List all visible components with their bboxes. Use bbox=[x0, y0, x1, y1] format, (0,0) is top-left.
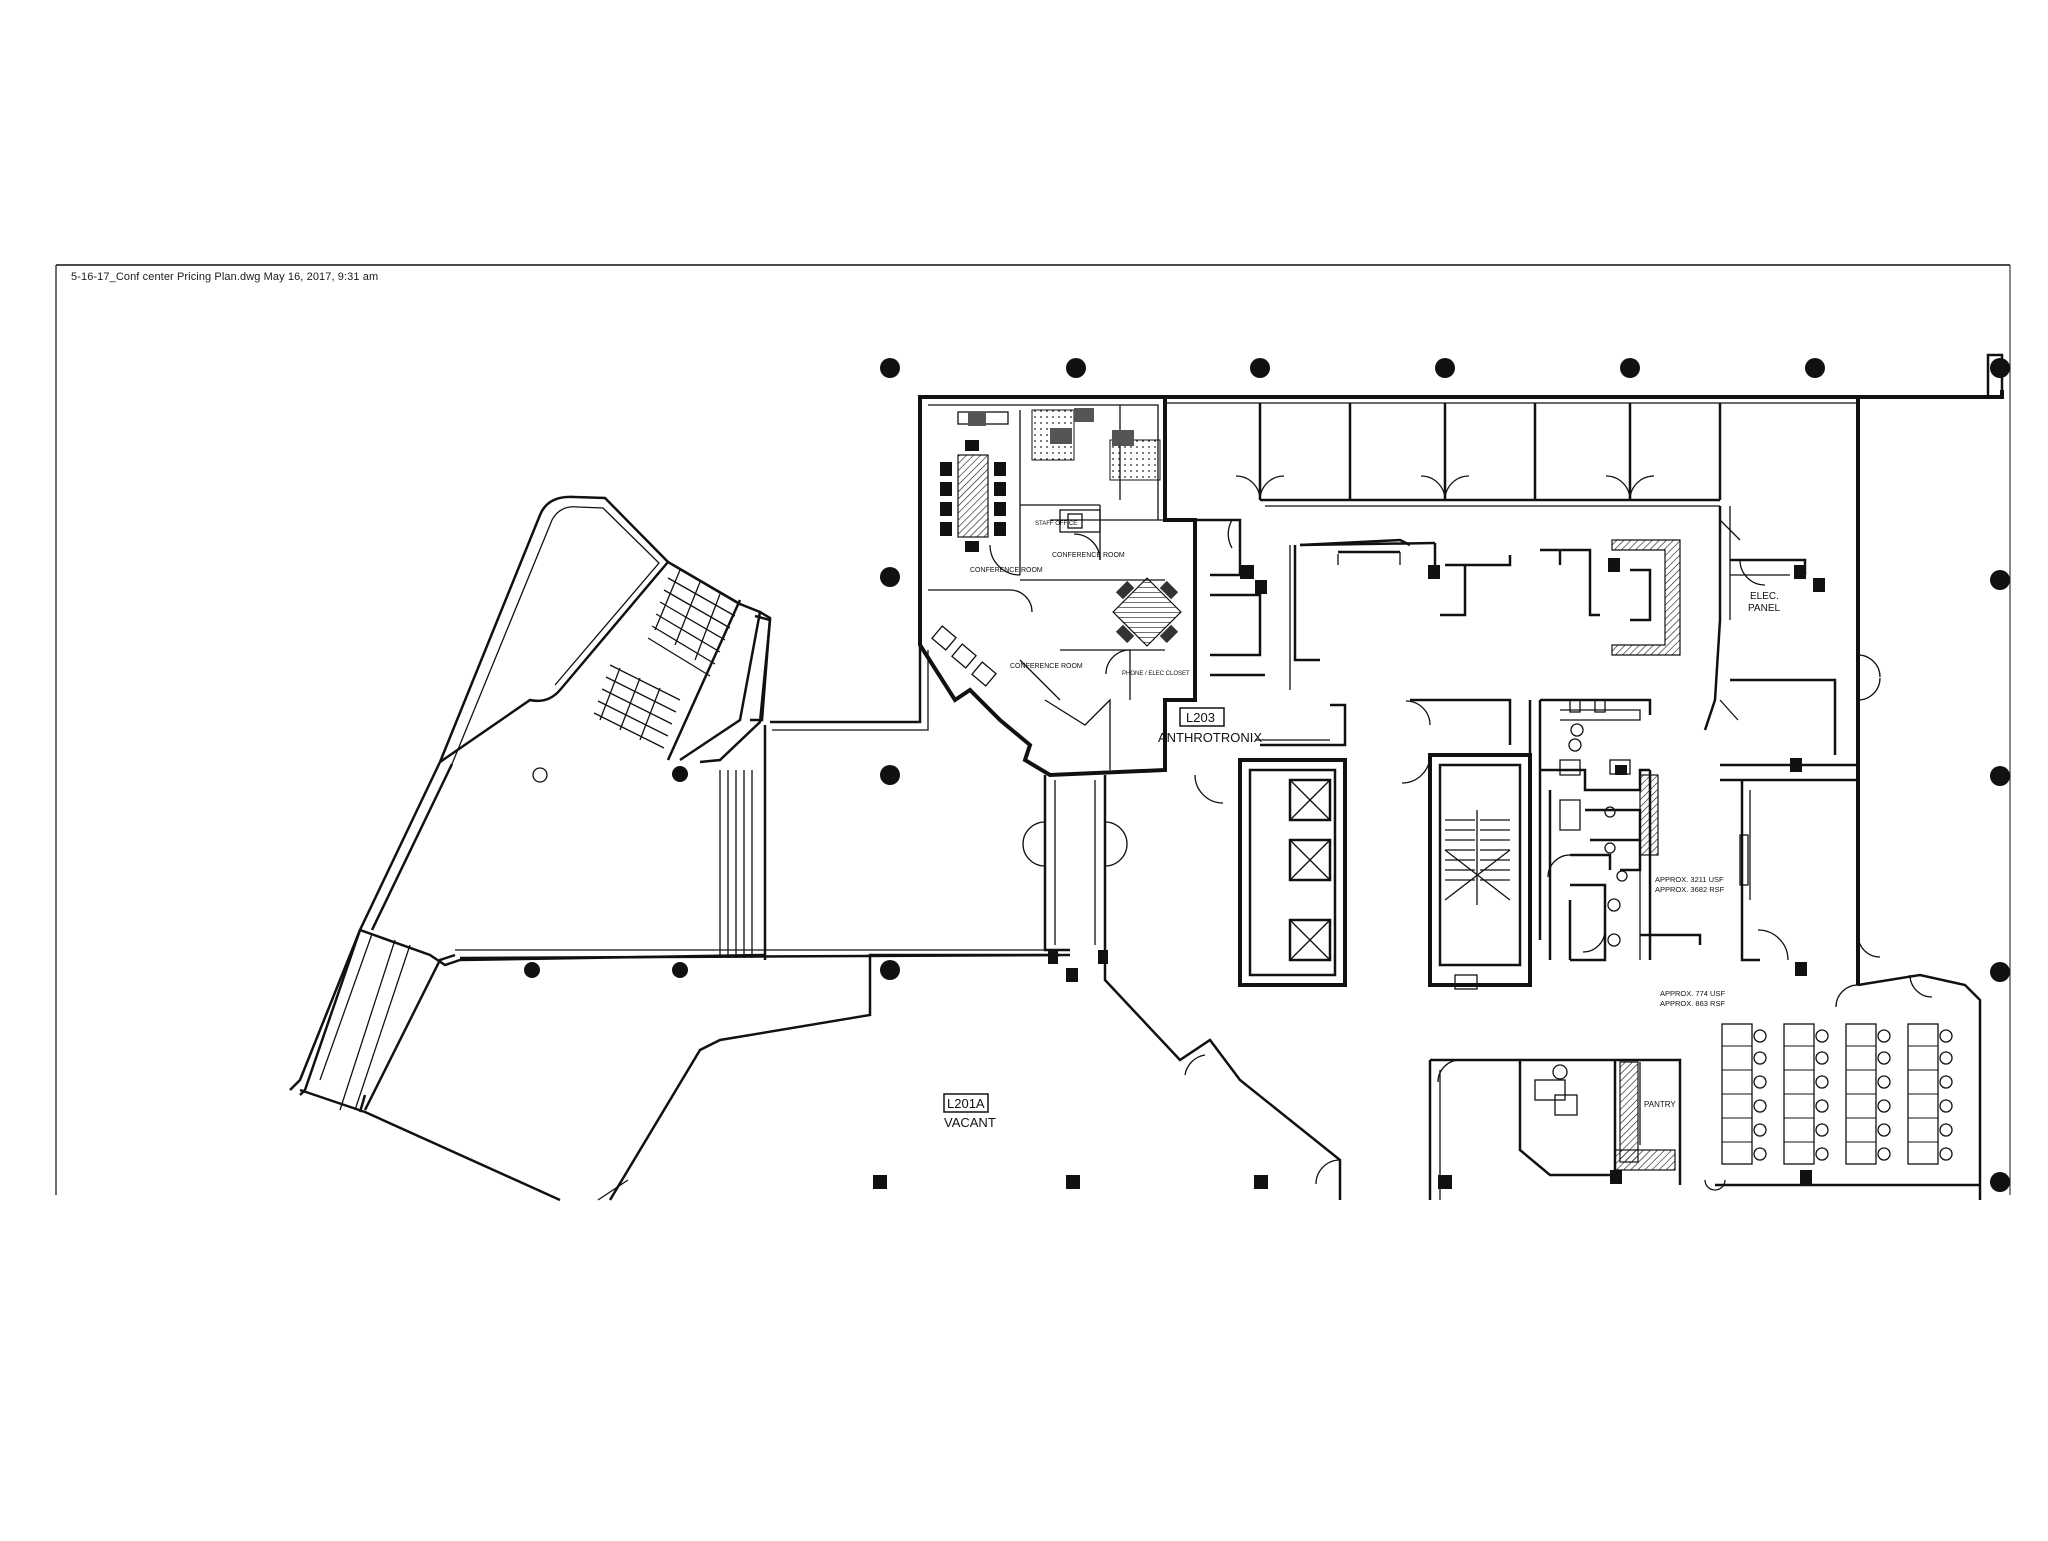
column bbox=[1805, 358, 1825, 378]
classroom-tables bbox=[1721, 1023, 1939, 1165]
column bbox=[1435, 358, 1455, 378]
column bbox=[672, 962, 688, 978]
area-main-rsf: APPROX. 3682 RSF bbox=[1655, 885, 1725, 894]
label-conference-room-south: CONFERENCE ROOM bbox=[1010, 663, 1083, 670]
conference-table-west bbox=[957, 454, 989, 538]
main-office-block: ELEC.PANEL APPROX. 3211 USF APPROX. 3682… bbox=[1165, 353, 2004, 985]
sheet-border bbox=[55, 264, 2011, 1195]
elevator-car-1 bbox=[1288, 778, 1332, 822]
column bbox=[1254, 1175, 1268, 1189]
area-main-usf: APPROX. 3211 USF bbox=[1655, 875, 1724, 884]
suite-l201a-number: L201A bbox=[947, 1096, 985, 1111]
conference-table-round bbox=[1112, 577, 1182, 647]
label-conference-room-north: CONFERENCE ROOM bbox=[1052, 552, 1125, 559]
structural-columns bbox=[524, 358, 2010, 1192]
suite-l201a-tenant: VACANT bbox=[944, 1115, 996, 1130]
drawing-file-header: 5-16-17_Conf center Pricing Plan.dwg May… bbox=[71, 271, 379, 283]
label-phone-elec-closet: PHONE / ELEC CLOSET bbox=[1122, 671, 1190, 677]
suite-l201a: L201A VACANT bbox=[597, 953, 1060, 1201]
suite-l203: L203 ANTHROTRONIX bbox=[1158, 707, 1262, 745]
column bbox=[1990, 962, 2010, 982]
column bbox=[524, 962, 540, 978]
column bbox=[1066, 358, 1086, 378]
corridor-wall bbox=[770, 397, 922, 724]
lobby-vestibule bbox=[1022, 775, 1342, 1200]
column bbox=[1990, 570, 2010, 590]
column bbox=[880, 960, 900, 980]
column bbox=[1066, 968, 1078, 982]
column bbox=[1990, 1172, 2010, 1192]
classroom-chairs bbox=[1753, 1029, 1953, 1161]
suite-l203-number: L203 bbox=[1186, 710, 1215, 725]
column bbox=[1813, 578, 1825, 592]
conference-suite: CONFERENCE ROOM CONFERENCE ROOM CONFEREN… bbox=[918, 395, 1197, 778]
column bbox=[672, 766, 688, 782]
suite-l203-tenant: ANTHROTRONIX bbox=[1158, 730, 1262, 745]
area-training-usf: APPROX. 774 USF bbox=[1660, 989, 1725, 998]
column bbox=[880, 567, 900, 587]
label-conference-room-west: CONFERENCE ROOM bbox=[970, 567, 1043, 574]
column bbox=[1066, 1175, 1080, 1189]
label-pantry: PANTRY bbox=[1644, 1100, 1676, 1109]
column bbox=[1990, 358, 2010, 378]
column bbox=[1620, 358, 1640, 378]
elevator-car-2 bbox=[1288, 838, 1332, 882]
column bbox=[873, 1175, 887, 1189]
west-stair-structure bbox=[289, 495, 1071, 1202]
column bbox=[1250, 358, 1270, 378]
chairs-west bbox=[940, 440, 1006, 552]
stair-treads-lower bbox=[593, 664, 681, 749]
building-core bbox=[1194, 698, 1702, 990]
training-area: PANTRY bbox=[1428, 973, 1982, 1200]
column bbox=[1255, 580, 1267, 594]
label-staff-office: STAFF OFFICE bbox=[1035, 521, 1077, 527]
column bbox=[1990, 766, 2010, 786]
stair-treads-upper bbox=[647, 564, 741, 677]
core-stair-treads bbox=[1444, 810, 1511, 905]
area-training-rsf: APPROX. 863 RSF bbox=[1660, 999, 1725, 1008]
elevator-car-3 bbox=[1288, 918, 1332, 962]
column bbox=[1438, 1175, 1452, 1189]
label-elec-panel-1: ELEC.PANEL bbox=[1748, 591, 1780, 614]
column bbox=[880, 765, 900, 785]
column bbox=[880, 358, 900, 378]
